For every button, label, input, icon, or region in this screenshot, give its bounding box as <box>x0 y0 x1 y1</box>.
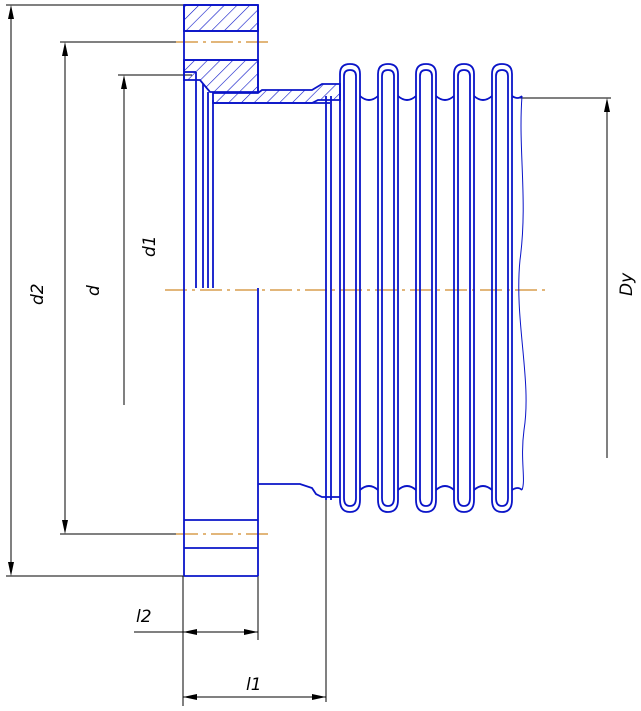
dimension-arrowheads <box>8 5 610 700</box>
label-dy: Dy <box>617 272 637 296</box>
centerlines <box>165 41 545 535</box>
break-line <box>518 95 527 491</box>
bellows-convolutions <box>339 63 523 513</box>
neck-tube <box>212 83 341 500</box>
flange <box>183 4 259 577</box>
label-l2: l2 <box>136 607 152 627</box>
label-d2: d2 <box>28 283 48 305</box>
dimension-lines <box>6 4 611 706</box>
label-d1: d1 <box>140 235 160 257</box>
label-d: d <box>84 285 104 296</box>
label-l1: l1 <box>246 675 262 695</box>
